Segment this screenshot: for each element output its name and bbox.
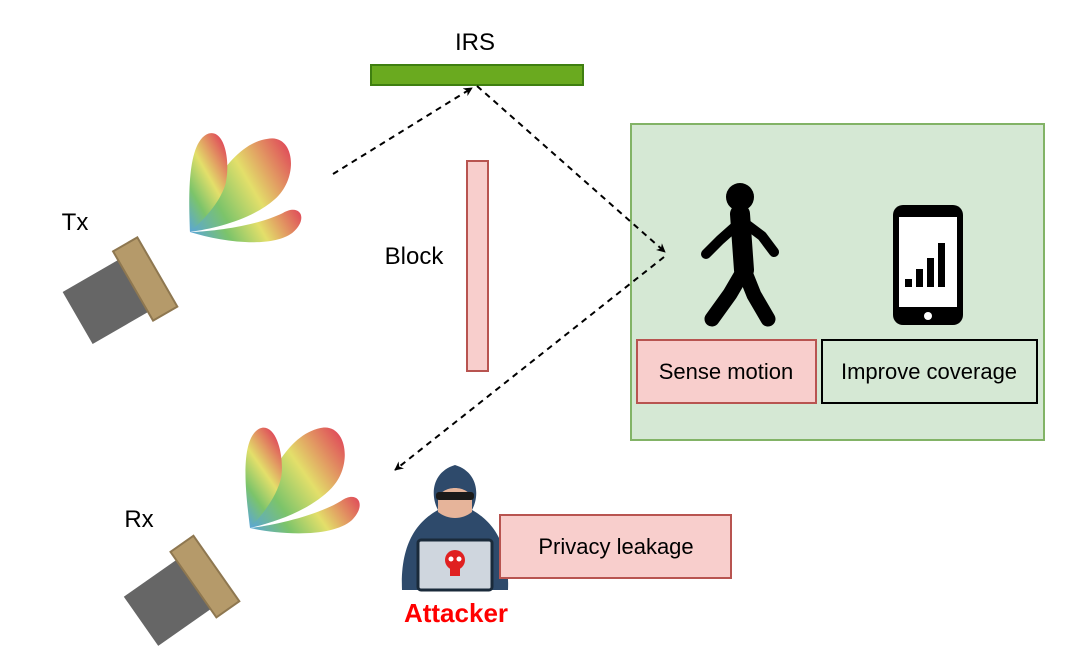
block-wall — [466, 160, 489, 372]
tx-antenna — [62, 133, 302, 344]
irs-to-target-arrow — [476, 85, 666, 253]
tx-to-irs-arrow — [332, 87, 473, 175]
sense-motion-box — [636, 339, 817, 404]
rx-label: Rx — [124, 506, 153, 533]
irs-surface — [370, 64, 584, 86]
privacy-leakage-label: Privacy leakage — [538, 534, 693, 559]
walking-person-icon — [701, 183, 779, 327]
hacker-icon — [401, 465, 509, 592]
improve-coverage-label: Improve coverage — [841, 359, 1017, 384]
improve-coverage-box — [821, 339, 1038, 404]
irs-label: IRS — [455, 29, 495, 56]
smartphone-signal-icon — [893, 205, 963, 325]
block-label: Block — [385, 243, 445, 270]
sense-motion-label: Sense motion — [659, 359, 794, 384]
attacker-label: Attacker — [404, 598, 508, 628]
privacy-leakage-box — [499, 514, 732, 579]
target-to-rx-arrow — [394, 256, 665, 471]
rx-antenna — [123, 427, 360, 646]
tx-label: Tx — [62, 209, 89, 236]
